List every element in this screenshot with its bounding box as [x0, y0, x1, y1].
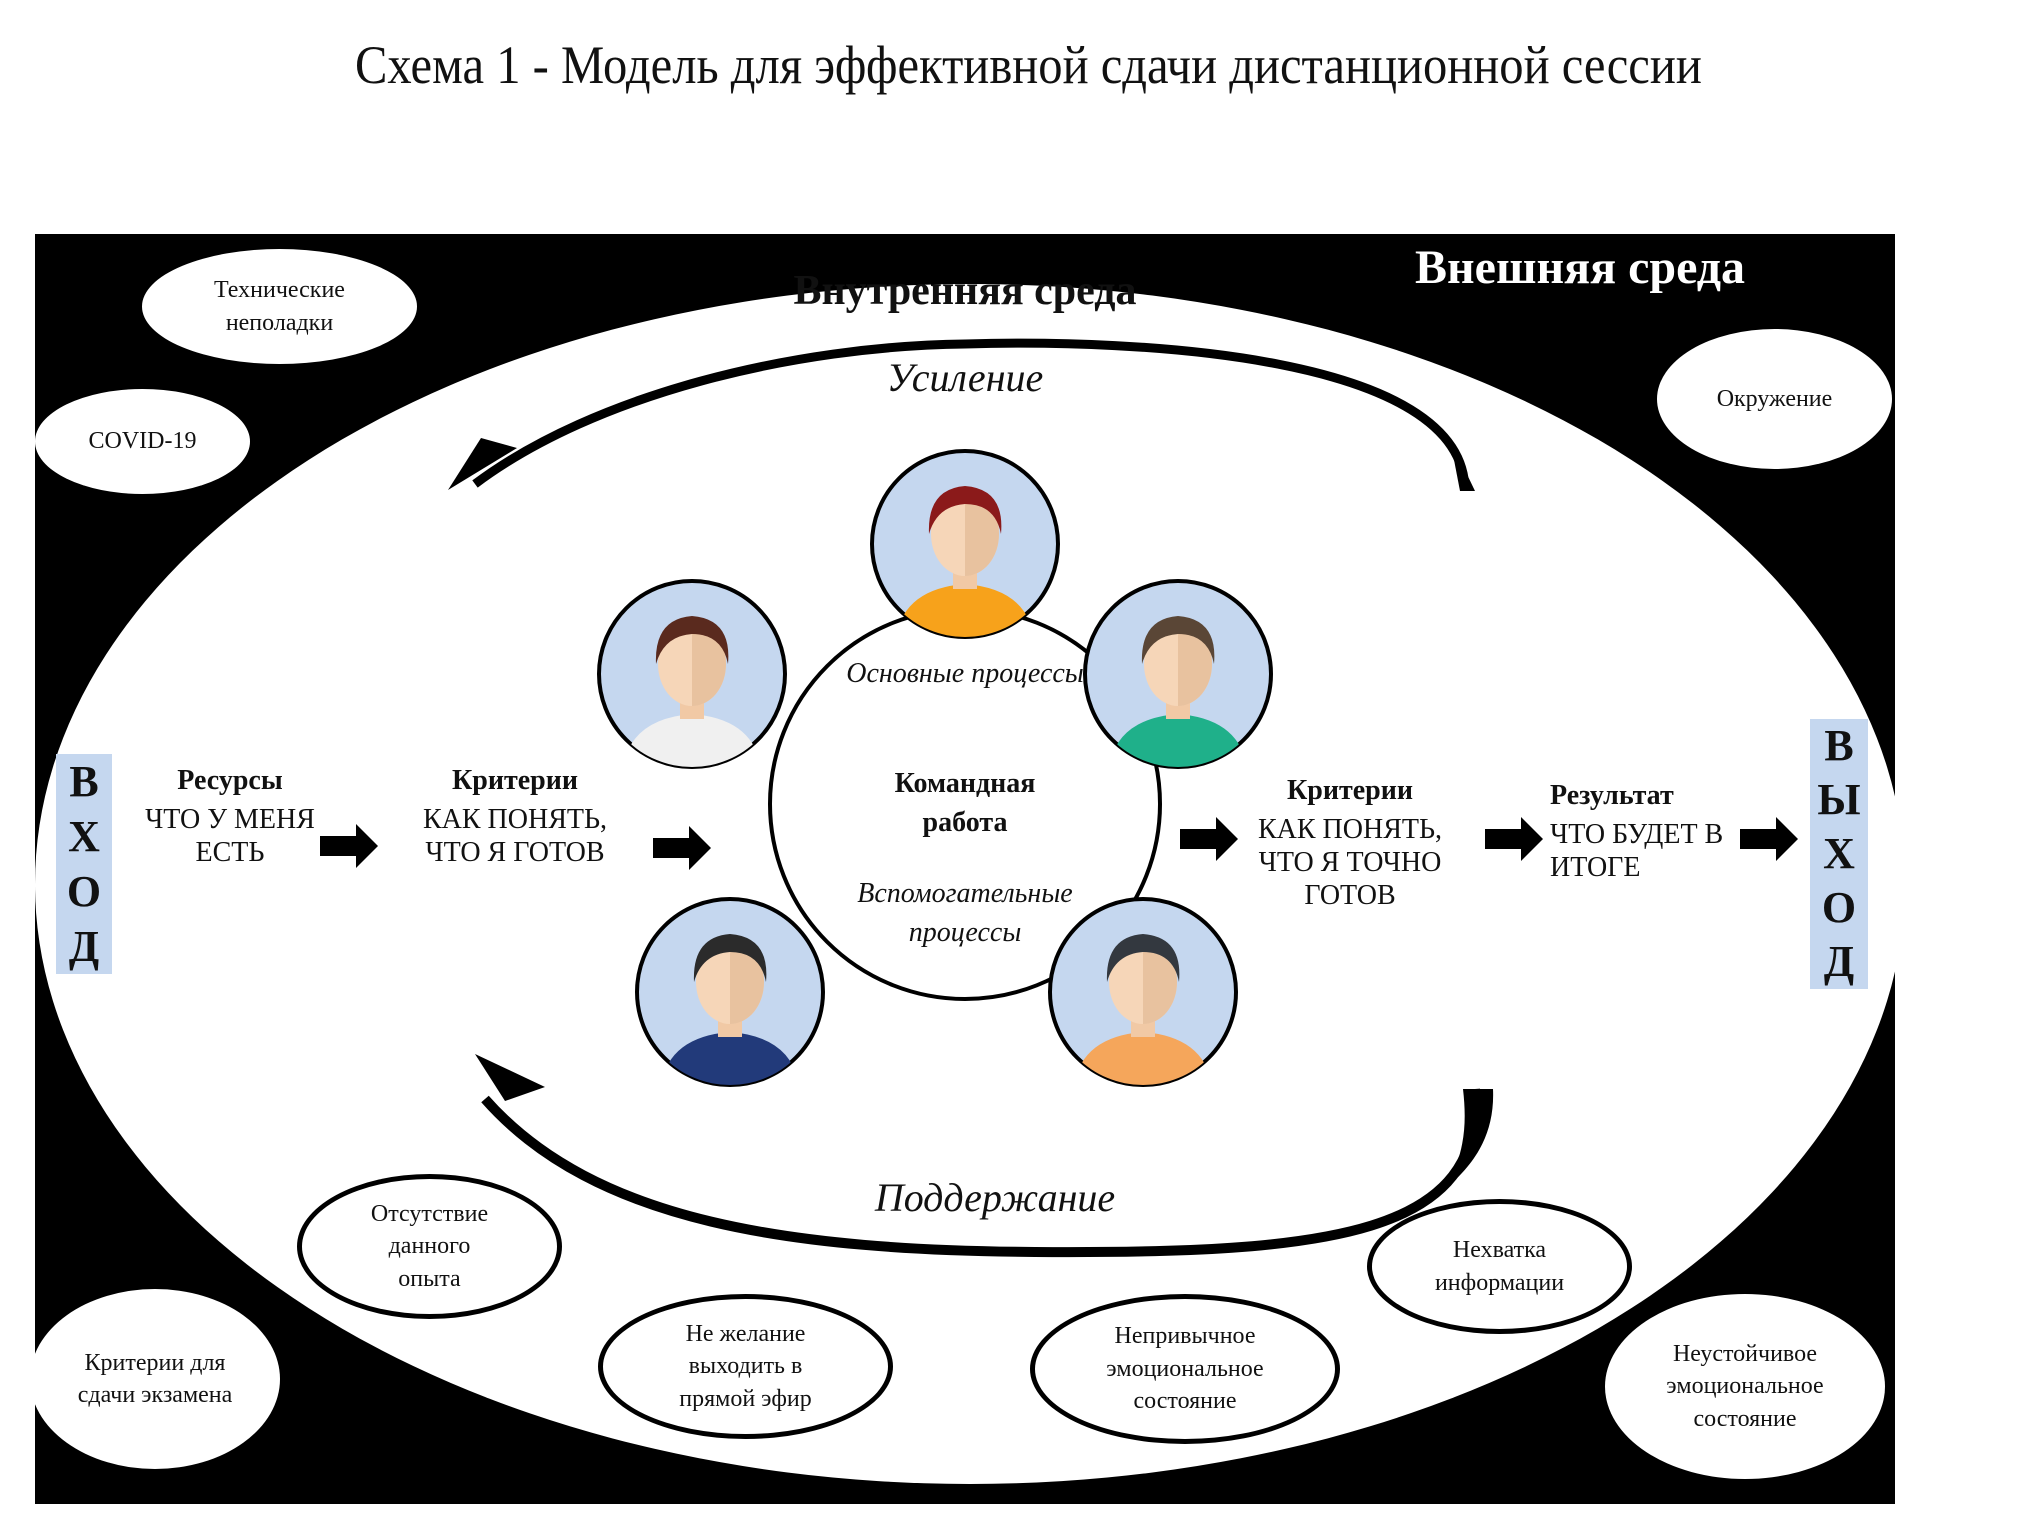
avatar-man-green-sweater-icon [1083, 579, 1273, 769]
main-processes-label: Основные процессы [846, 658, 1084, 689]
support-loop-arc [481, 1088, 1481, 1258]
factor-covid: COVID-19 [35, 389, 250, 494]
factor-surroundings: Окружение [1657, 329, 1892, 469]
factor-technical-issues: Технические неполадки [142, 249, 417, 364]
factor-label: COVID-19 [88, 428, 197, 455]
avatar-man-suit-icon [635, 897, 825, 1087]
avatar-woman-red-hair-icon [870, 449, 1060, 639]
criteria-out-block: Критерии КАК ПОНЯТЬ, ЧТО Я ТОЧНО ГОТОВ [1240, 774, 1460, 912]
factor-label: Нехватка информации [1434, 1237, 1565, 1296]
flow-arrow-icon [653, 826, 711, 870]
output-letter: Д [1823, 937, 1855, 986]
output-letter: Ы [1817, 775, 1861, 824]
factor-lack-of-info: Нехватка информации [1367, 1199, 1632, 1334]
input-box: В Х О Д [56, 754, 112, 974]
factor-label: Непривычное эмоциональное состояние [1106, 1323, 1264, 1415]
flow-arrow-icon [320, 824, 378, 868]
factor-label: Не желание выходить в прямой эфир [679, 1320, 812, 1412]
factor-no-experience: Отсутствие данного опыта [297, 1174, 562, 1319]
teamwork-label: Командная работа [894, 768, 1036, 839]
support-arrowhead-icon [475, 1054, 545, 1101]
reinforcement-loop-tail [1450, 439, 1475, 491]
factor-label: Неустойчивое эмоциональное состояние [1666, 1340, 1824, 1432]
avatar-woman-ponytail-icon [597, 579, 787, 769]
figure-title: Схема 1 - Модель для эффективной сдачи д… [355, 35, 1702, 95]
factor-label: Окружение [1716, 385, 1833, 412]
reinforcement-arrowhead-icon [448, 438, 517, 490]
criteria-in-block: Критерии КАК ПОНЯТЬ, ЧТО Я ГОТОВ [405, 764, 625, 869]
output-letter: О [1821, 883, 1857, 932]
diagram-background [35, 284, 1895, 1484]
factor-unstable-emotion: Неустойчивое эмоциональное состояние [1605, 1294, 1885, 1479]
resources-heading: Ресурсы [177, 765, 283, 796]
criteria-in-text: КАК ПОНЯТЬ, ЧТО Я ГОТОВ [422, 804, 608, 869]
factor-label: Технические неполадки [214, 277, 345, 336]
internal-environment-title: Внутренняя среда [793, 268, 1137, 314]
support-label: Поддержание [874, 1175, 1116, 1220]
criteria-in-heading: Критерии [451, 765, 579, 796]
resources-text: ЧТО У МЕНЯ ЕСТЬ [145, 804, 315, 869]
input-letter: О [66, 866, 102, 916]
diagram-stage: Внешняя среда Внутренняя среда Усиление … [35, 234, 1895, 1504]
external-environment-title: Внешняя среда [1414, 241, 1746, 294]
factor-no-live-broadcast: Не желание выходить в прямой эфир [598, 1294, 893, 1439]
reinforcement-label: Усиление [886, 355, 1044, 400]
result-block: Результат ЧТО БУДЕТ В ИТОГЕ [1550, 779, 1735, 884]
support-loop-thick-end [1445, 1089, 1494, 1189]
factor-label: Критерии для сдачи экзамена [77, 1349, 233, 1408]
result-text: ЧТО БУДЕТ В ИТОГЕ [1550, 819, 1724, 884]
output-letter: В [1824, 721, 1854, 770]
flow-arrow-icon [1485, 817, 1543, 861]
flow-arrow-icon [1180, 817, 1238, 861]
output-letter: Х [1823, 829, 1855, 878]
avatar-woman-dark-hair-icon [1048, 897, 1238, 1087]
output-box: В Ы Х О Д [1810, 719, 1868, 989]
aux-processes-label: Вспомогательные процессы [857, 878, 1073, 949]
input-letter: Х [68, 811, 100, 861]
input-letter: Д [68, 921, 100, 971]
factor-unusual-emotion: Непривычное эмоциональное состояние [1030, 1294, 1340, 1444]
input-letter: В [69, 756, 99, 806]
flow-arrow-icon [1740, 817, 1798, 861]
criteria-out-heading: Критерии [1286, 775, 1414, 806]
criteria-out-text: КАК ПОНЯТЬ, ЧТО Я ТОЧНО ГОТОВ [1257, 814, 1443, 912]
reinforcement-loop-arc [472, 338, 1470, 492]
factor-label: Отсутствие данного опыта [370, 1200, 489, 1292]
result-heading: Результат [1550, 780, 1674, 811]
factor-exam-criteria: Критерии для сдачи экзамена [35, 1289, 280, 1469]
resources-block: Ресурсы ЧТО У МЕНЯ ЕСТЬ [135, 764, 325, 869]
